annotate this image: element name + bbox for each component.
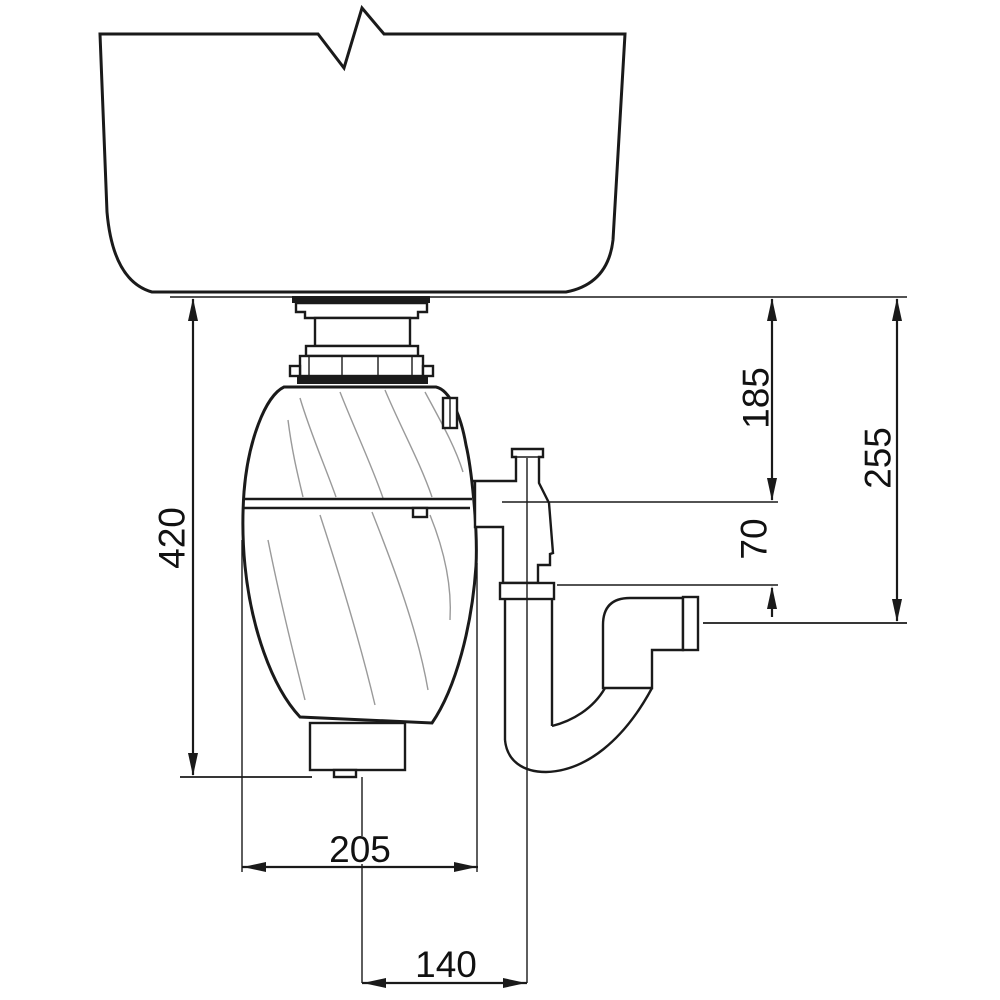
- motor-base: [308, 721, 407, 772]
- u-bend-outer-curve: [503, 687, 654, 774]
- disposer-body-outline: [241, 385, 478, 725]
- dimension-label: 140: [415, 944, 477, 985]
- dimension-255: 255: [858, 298, 902, 622]
- dimension-70: 70: [734, 518, 777, 617]
- dimension-label: 420: [152, 507, 193, 569]
- swirl-line: [371, 511, 429, 691]
- dimension-140: 140: [362, 944, 527, 988]
- locking-ring-tab-left: [288, 364, 302, 378]
- arrowhead-up: [767, 298, 777, 321]
- reference-lines: [180, 458, 907, 983]
- flange-body: [294, 301, 429, 320]
- dimension-label: 255: [858, 427, 899, 489]
- swirl-line: [429, 514, 452, 621]
- body-texture: [267, 389, 464, 706]
- arrowhead-up: [892, 298, 902, 321]
- body-collar: [297, 376, 428, 384]
- swirl-line: [267, 539, 306, 701]
- discharge-housing: [472, 447, 555, 585]
- dimension-420: 420: [152, 298, 198, 776]
- outlet-elbow: [601, 596, 685, 690]
- swirl-line: [424, 391, 464, 473]
- outlet-flange: [681, 595, 700, 652]
- base-tab: [332, 768, 358, 779]
- arrowhead-down: [892, 599, 902, 622]
- arrowhead-up: [767, 586, 777, 609]
- dimension-label: 70: [734, 518, 775, 559]
- arrowhead-down: [188, 753, 198, 776]
- arrowhead-left: [243, 862, 266, 872]
- locking-ring: [298, 354, 425, 378]
- swirl-line: [384, 389, 433, 498]
- swirl-line: [339, 391, 384, 499]
- dimension-label: 185: [736, 367, 777, 429]
- sink: [98, 4, 627, 294]
- drain-trap: [472, 447, 700, 774]
- arrowhead-down: [767, 478, 777, 501]
- flange-neck: [313, 316, 412, 348]
- dimension-label: 205: [329, 829, 391, 870]
- seam-clip: [411, 506, 429, 519]
- disposer-unit: [241, 385, 478, 779]
- locking-ring-tab-right: [421, 364, 435, 378]
- dimension-205: 205: [242, 829, 478, 872]
- sink-outline: [98, 4, 627, 294]
- arrowhead-right: [454, 862, 477, 872]
- u-bend-inner-curve: [551, 687, 607, 728]
- mounting-assembly: [288, 296, 435, 384]
- arrowhead-right: [503, 978, 526, 988]
- support-ring: [304, 344, 420, 358]
- sink-flange-plate: [292, 296, 430, 303]
- label-mask: [328, 836, 392, 864]
- swirl-line: [299, 397, 337, 498]
- swirl-line: [319, 514, 376, 706]
- dimension-185: 185: [736, 298, 777, 501]
- arrowhead-up: [188, 298, 198, 321]
- swirl-line: [287, 419, 304, 498]
- arrowhead-left: [363, 978, 386, 988]
